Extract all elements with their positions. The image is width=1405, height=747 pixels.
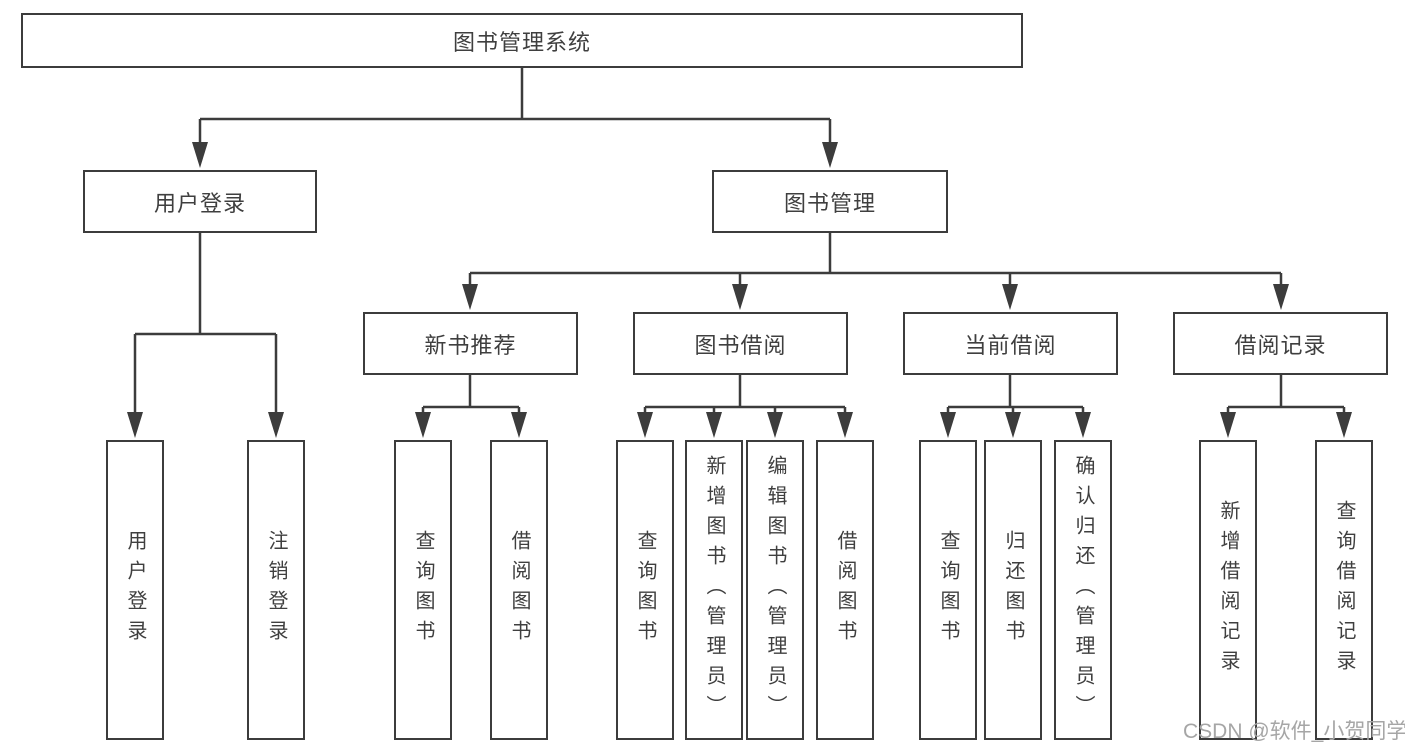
leaf-return-books-label: 归还图书	[1002, 530, 1024, 650]
csdn-watermark: CSDN @软件_小贺同学	[1183, 720, 1405, 743]
leaf-query-books-borrowing-label: 查询图书	[634, 530, 656, 650]
node-user-login-label: 用户登录	[153, 190, 246, 216]
leaf-user-login-label: 用户登录	[124, 530, 146, 650]
leaf-add-books-admin-label: 新增图书（管理员）	[703, 455, 725, 725]
node-new-book-recommendation-label: 新书推荐	[424, 332, 517, 358]
leaf-borrow-books-recommend-label: 借阅图书	[508, 530, 530, 650]
leaf-borrow-books-borrowing-label: 借阅图书	[834, 530, 856, 650]
leaf-query-books-current-label: 查询图书	[937, 530, 959, 650]
node-borrowing-records: 借阅记录	[1173, 312, 1388, 375]
node-root-label: 图书管理系统	[452, 29, 591, 55]
node-borrowing-records-label: 借阅记录	[1234, 332, 1327, 358]
leaf-return-books: 归还图书	[984, 440, 1042, 740]
node-root-system: 图书管理系统	[21, 13, 1023, 68]
leaf-query-borrow-record-label: 查询借阅记录	[1333, 500, 1355, 680]
leaf-query-borrow-record: 查询借阅记录	[1315, 440, 1373, 740]
leaf-confirm-return-admin: 确认归还（管理员）	[1054, 440, 1112, 740]
leaf-query-books-current: 查询图书	[919, 440, 977, 740]
node-book-management-label: 图书管理	[783, 190, 876, 216]
leaf-borrow-books-recommend: 借阅图书	[490, 440, 548, 740]
leaf-user-login: 用户登录	[106, 440, 164, 740]
node-book-borrowing-label: 图书借阅	[694, 332, 787, 358]
leaf-borrow-books-borrowing: 借阅图书	[816, 440, 874, 740]
leaf-query-books-recommend-label: 查询图书	[412, 530, 434, 650]
node-new-book-recommendation: 新书推荐	[363, 312, 578, 375]
leaf-query-books-borrowing: 查询图书	[616, 440, 674, 740]
node-current-borrowing: 当前借阅	[903, 312, 1118, 375]
leaf-add-borrow-record: 新增借阅记录	[1199, 440, 1257, 740]
node-current-borrowing-label: 当前借阅	[964, 332, 1057, 358]
leaf-add-books-admin: 新增图书（管理员）	[685, 440, 743, 740]
leaf-confirm-return-admin-label: 确认归还（管理员）	[1072, 455, 1094, 725]
leaf-edit-books-admin: 编辑图书（管理员）	[746, 440, 804, 740]
node-user-login: 用户登录	[83, 170, 317, 233]
leaf-logout-label: 注销登录	[265, 530, 287, 650]
node-book-management: 图书管理	[712, 170, 948, 233]
leaf-edit-books-admin-label: 编辑图书（管理员）	[764, 455, 786, 725]
leaf-query-books-recommend: 查询图书	[394, 440, 452, 740]
node-book-borrowing: 图书借阅	[633, 312, 848, 375]
leaf-add-borrow-record-label: 新增借阅记录	[1217, 500, 1239, 680]
leaf-logout: 注销登录	[247, 440, 305, 740]
